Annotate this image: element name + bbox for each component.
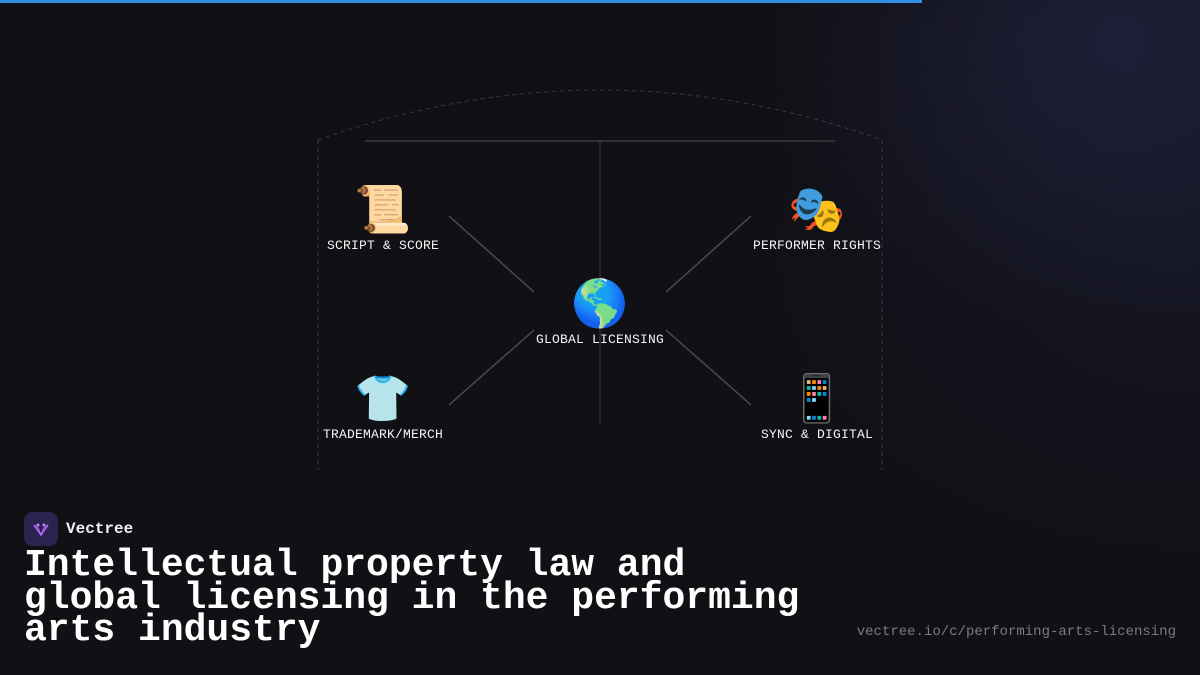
page-url: vectree.io/c/performing-arts-licensing [856,624,1176,640]
vectree-logo-icon [24,512,58,546]
node-performer-rights: 🎭 PERFORMER RIGHTS [727,182,907,253]
performing-arts-masks-icon: 🎭 [788,182,846,236]
brand: Vectree [24,512,133,546]
node-trademark-merch: 👕 TRADEMARK/MERCH [293,371,473,442]
connector-top-left [448,215,535,293]
node-global-licensing: 🌎 GLOBAL LICENSING [510,276,690,347]
node-sync-digital: 📱 SYNC & DIGITAL [727,371,907,442]
node-label: TRADEMARK/MERCH [322,427,444,442]
connector-top-right [665,215,752,293]
progress-bar-fill [0,0,922,3]
connector-bottom-right [665,329,752,406]
node-label: PERFORMER RIGHTS [752,238,882,253]
licensing-diagram: 📜 SCRIPT & SCORE 🎭 PERFORMER RIGHTS 🌎 GL… [293,89,907,470]
mobile-phone-icon: 📱 [788,371,846,425]
node-label: SYNC & DIGITAL [760,427,874,442]
brand-name: Vectree [66,520,134,538]
node-label: SCRIPT & SCORE [326,238,440,253]
globe-americas-icon: 🌎 [571,276,629,330]
connector-bottom-left [448,329,535,406]
page-title: Intellectual property law and global lic… [24,544,800,652]
node-label: GLOBAL LICENSING [535,332,665,347]
progress-bar [0,0,1200,3]
dashed-arc [317,89,883,141]
scroll-icon: 📜 [354,182,412,236]
t-shirt-icon: 👕 [354,371,412,425]
diagram-connectors [317,89,883,470]
node-script-score: 📜 SCRIPT & SCORE [293,182,473,253]
